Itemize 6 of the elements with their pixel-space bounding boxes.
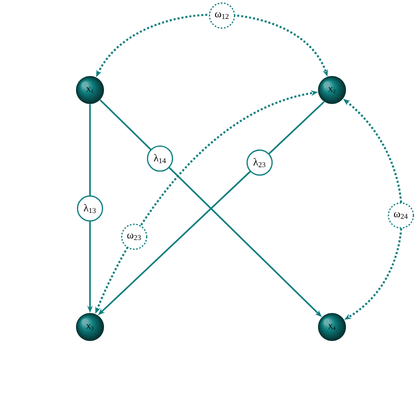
edge-label: λ$_{13}$ [76,195,104,222]
edge-label: ω$_{24}$ [388,202,414,229]
edge-label: ω$_{23}$ [121,224,148,250]
edge-label: λ$_{23}$ [246,150,273,176]
edge-label: ω$_{12}$ [208,2,236,29]
edge-label: λ$_{14}$ [146,145,174,172]
